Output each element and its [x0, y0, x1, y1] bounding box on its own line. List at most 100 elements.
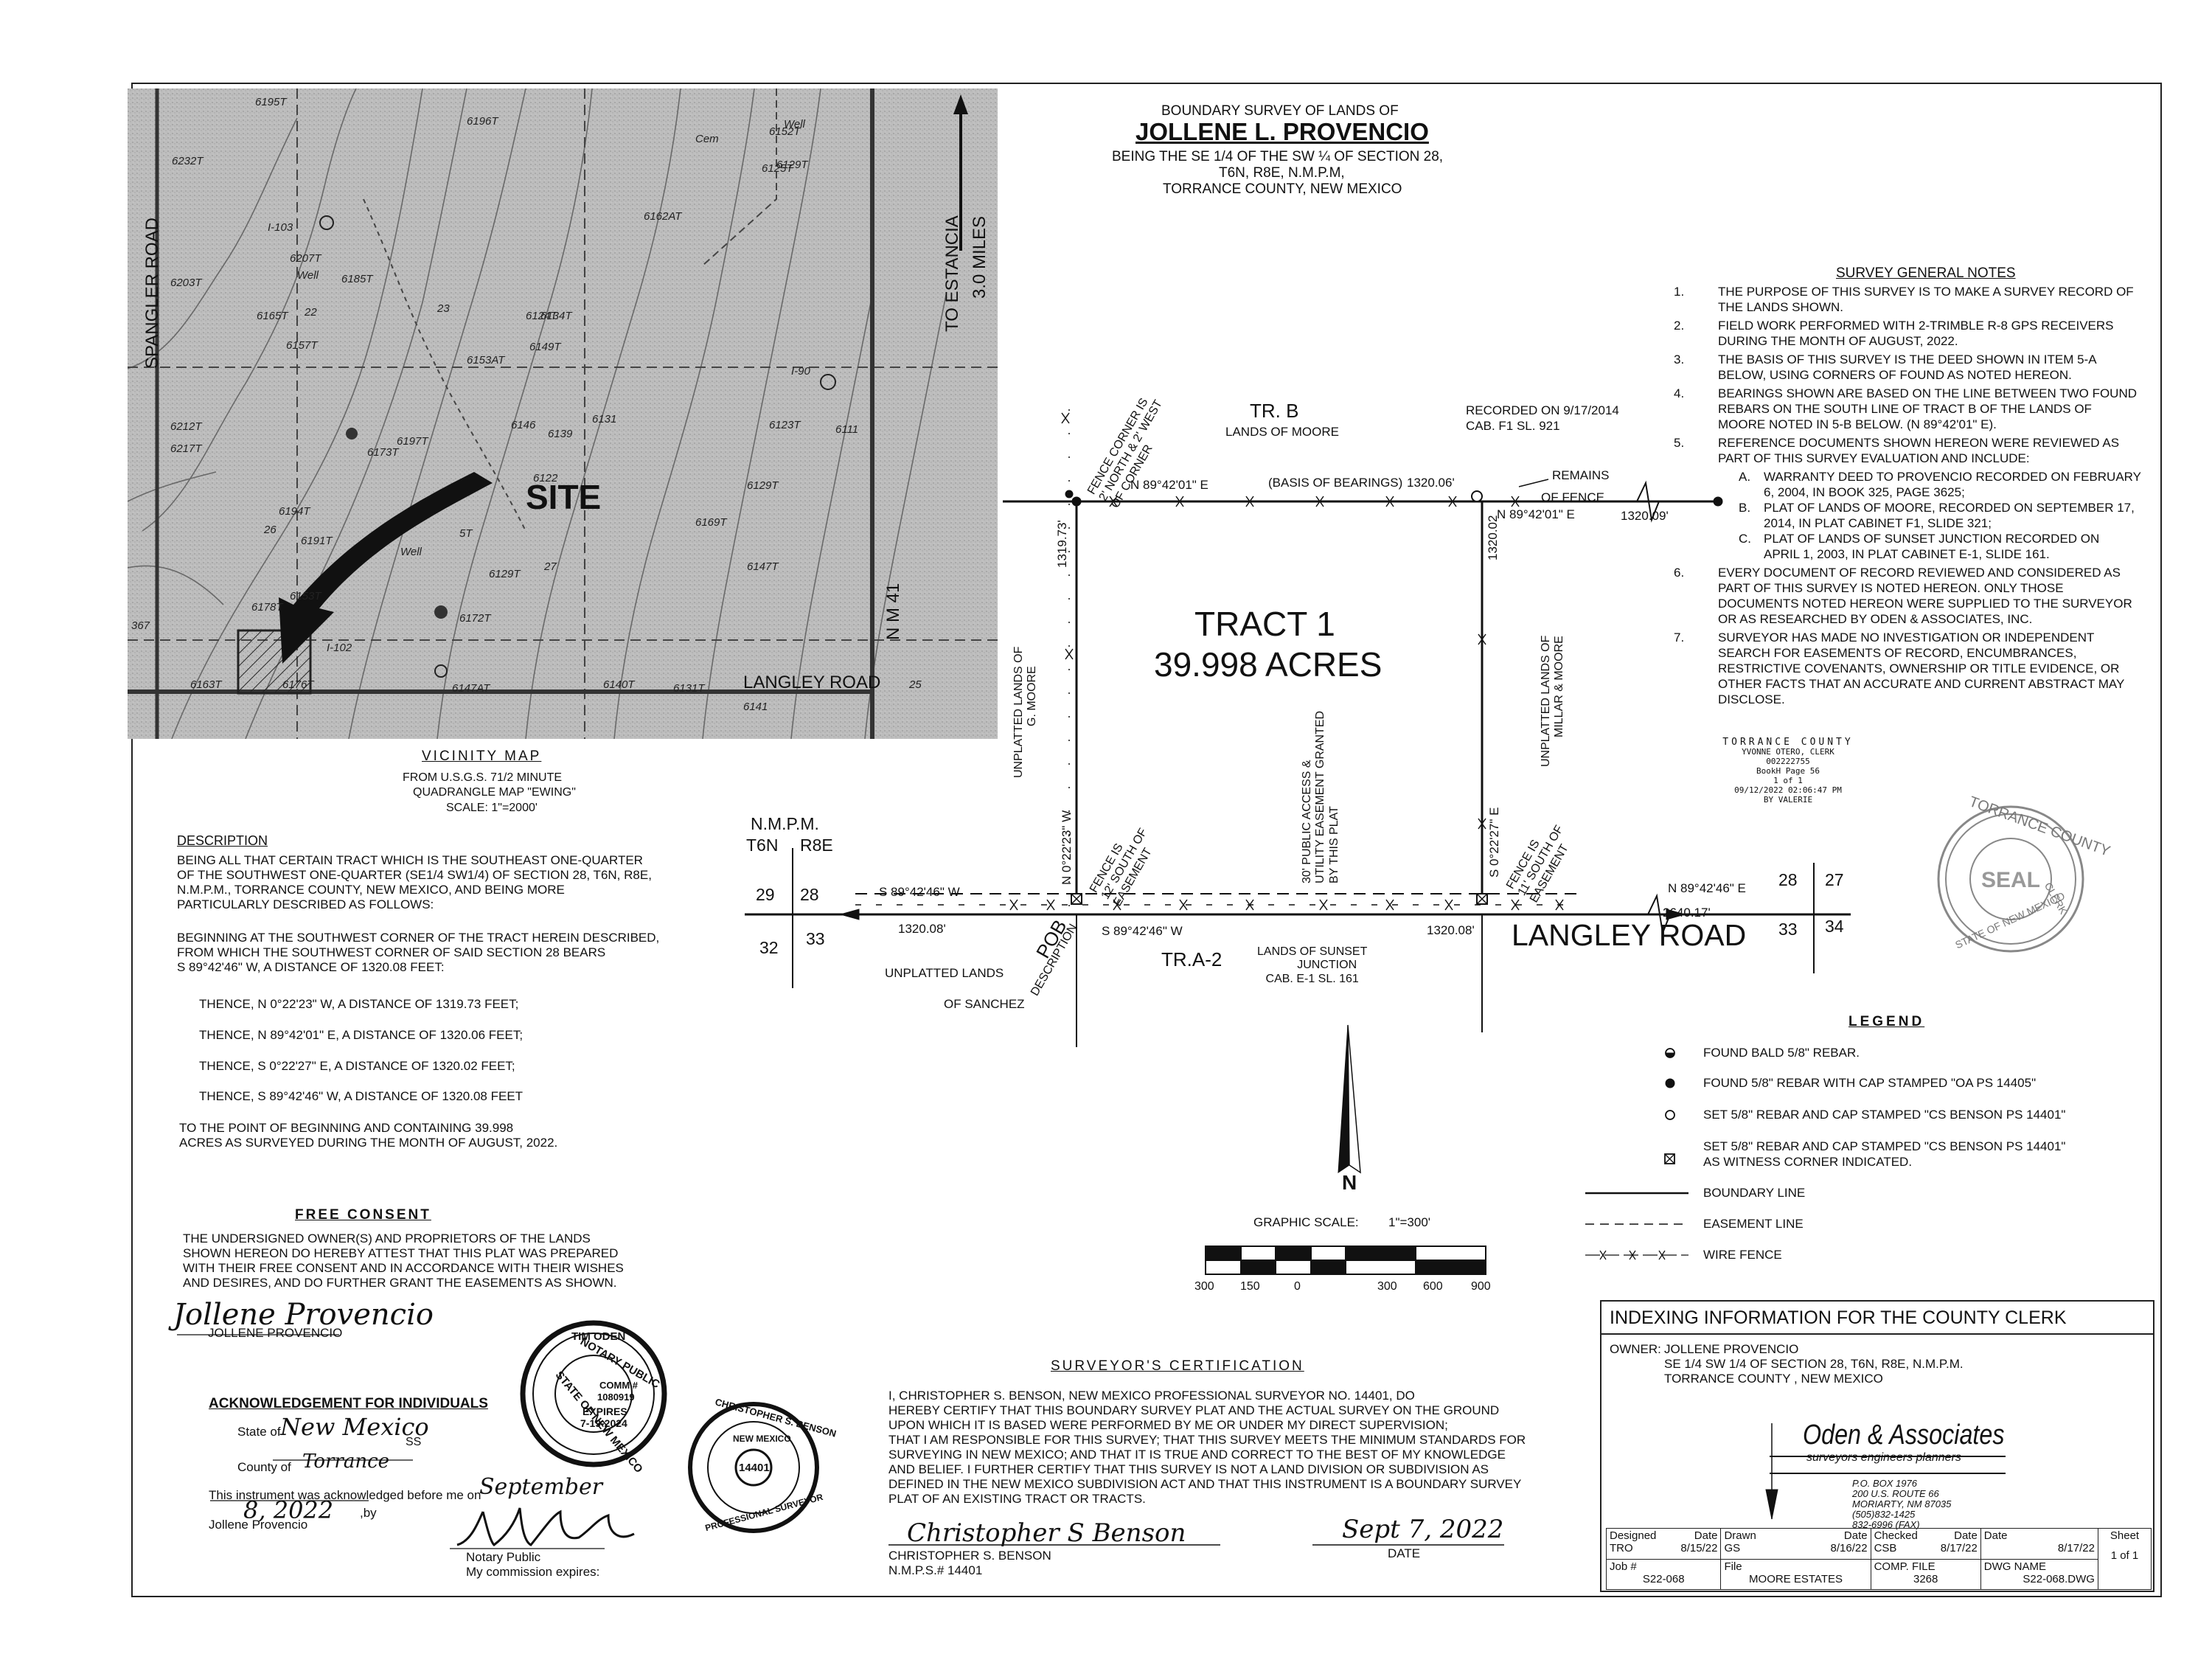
elevation-label: 6147T — [747, 560, 779, 573]
elevation-label: 6153T — [290, 590, 321, 602]
call-2: THENCE, N 89°42'01" E, A DISTANCE OF 132… — [199, 1028, 524, 1042]
elevation-label: 6185T — [341, 273, 373, 285]
sec-29: 29 — [756, 885, 775, 904]
elevation-label: 6195T — [255, 96, 287, 108]
elevation-label: I-103 — [268, 221, 293, 234]
elevation-label: 6197T — [397, 435, 428, 448]
elevation-label: 6141 — [743, 701, 768, 713]
call-3: THENCE, S 0°22'27" E, A DISTANCE OF 1320… — [199, 1059, 515, 1073]
elevation-label: 6146 — [511, 419, 536, 431]
elevation-label: I-102 — [327, 642, 352, 654]
legend-item-2: FOUND 5/8" REBAR WITH CAP STAMPED "OA PS… — [1703, 1076, 2037, 1090]
title-line-4: T6N, R8E, N.M.P.M, — [1219, 165, 1345, 181]
surveyor-name: CHRISTOPHER S. BENSON — [888, 1549, 1051, 1563]
sec-33-w: 33 — [806, 929, 825, 948]
tract-acres: 39.998 ACRES — [1154, 645, 1382, 684]
elevation-label: 22 — [305, 306, 317, 319]
note-6: 6.EVERY DOCUMENT OF RECORD REVIEWED AND … — [1674, 566, 2132, 626]
clerk-recording-stamp: TORRANCE COUNTY YVONNE OTERO, CLERK 0022… — [1722, 737, 1854, 805]
elevation-label: 6122 — [533, 472, 558, 484]
note-5a: A.WARRANTY DEED TO PROVENCIO RECORDED ON… — [1739, 470, 2141, 499]
county-seal: TORRANCE COUNTY SEAL CLERK STATE OF NEW … — [1935, 793, 2112, 955]
scale-tick-5: 900 — [1471, 1280, 1491, 1293]
legend-easement: EASEMENT LINE — [1703, 1217, 1804, 1231]
owner-signature: Jollene Provencio — [173, 1298, 434, 1332]
east-bearing: S 0°22'27" E — [1487, 807, 1501, 878]
call-4: THENCE, S 89°42'46" W, A DISTANCE OF 132… — [199, 1089, 524, 1103]
ack-instrument: This instrument was acknowledged before … — [209, 1488, 481, 1502]
legend-item-3: SET 5/8" REBAR AND CAP STAMPED "CS BENSO… — [1703, 1108, 2066, 1122]
elevation-label: 6212T — [170, 420, 202, 433]
north-arrow-letter: N — [1342, 1171, 1357, 1194]
title-owner: JOLLENE L. PROVENCIO — [1135, 118, 1429, 145]
easement-note: 30' PUBLIC ACCESS &UTILITY EASEMENT GRAN… — [1301, 710, 1340, 883]
indexing-box — [1600, 1300, 2154, 1592]
sec-27: 27 — [1825, 870, 1844, 889]
elevation-label: 6147AT — [452, 682, 490, 695]
cert-text: I, CHRISTOPHER S. BENSON, NEW MEXICO PRO… — [888, 1389, 1526, 1506]
indexing-owner: JOLLENE PROVENCIO — [1664, 1342, 1799, 1356]
title-line-1: BOUNDARY SURVEY OF LANDS OF — [1161, 103, 1399, 119]
ack-date-1: September — [479, 1474, 603, 1500]
recorded-label: RECORDED ON 9/17/2014 — [1466, 403, 1619, 417]
tr-a2-label: TR.A-2 — [1161, 948, 1222, 970]
basis-of-bearings: (BASIS OF BEARINGS) — [1268, 476, 1403, 490]
elevation-label: 6207T — [290, 252, 321, 265]
elevation-label: 6191T — [301, 535, 333, 547]
owner-name: JOLLENE PROVENCIO — [208, 1326, 343, 1340]
east-ext-distance: 1320.09' — [1621, 509, 1669, 523]
west-distance: 1319.73' — [1055, 520, 1069, 568]
scale-tick-0: 300 — [1194, 1280, 1214, 1293]
note-5b: B.PLAT OF LANDS OF MOORE, RECORDED ON SE… — [1739, 501, 2135, 530]
south-distance: 1320.08' — [1427, 923, 1475, 937]
notary-public-label: Notary Public — [466, 1550, 541, 1564]
elevation-label: 6172T — [459, 612, 491, 625]
site-label: SITE — [526, 478, 602, 516]
elevation-label: 6165T — [257, 310, 288, 322]
elevation-label: Cem — [695, 133, 719, 145]
elevation-label: 6176T — [282, 678, 314, 691]
ack-state-value: New Mexico — [280, 1413, 429, 1441]
title-line-5: TORRANCE COUNTY, NEW MEXICO — [1163, 181, 1402, 197]
sec-28-e: 28 — [1778, 870, 1798, 889]
elevation-label: 6153AT — [467, 354, 505, 366]
ack-county-value: Torrance — [302, 1451, 390, 1473]
graphic-scale — [1205, 1246, 1486, 1275]
elevation-label: 6149T — [529, 341, 561, 353]
south-east-bearing: N 89°42'46" E — [1668, 881, 1746, 895]
elevation-label: 6217T — [170, 442, 202, 455]
legend-boundary: BOUNDARY LINE — [1703, 1186, 1806, 1200]
elevation-label: 25 — [909, 678, 922, 691]
legend-wire: WIRE FENCE — [1703, 1248, 1782, 1262]
free-consent-text: THE UNDERSIGNED OWNER(S) AND PROPRIETORS… — [183, 1231, 624, 1290]
cert-date-label: DATE — [1388, 1546, 1421, 1560]
indexing-heading: INDEXING INFORMATION FOR THE COUNTY CLER… — [1610, 1307, 2067, 1328]
site-arrow — [279, 472, 493, 664]
elevation-label: 6162AT — [644, 210, 682, 223]
elevation-label: 6140T — [603, 678, 635, 691]
langley-road-label: LANGLEY ROAD — [1512, 918, 1747, 952]
vicinity-langley-label: LANGLEY ROAD — [743, 673, 881, 692]
elevation-label: 6131 — [592, 413, 617, 425]
unplatted-sanchez-2: OF SANCHEZ — [944, 997, 1025, 1011]
elevation-label: 6203T — [170, 277, 202, 289]
of-fence-label: OF FENCE — [1541, 490, 1604, 504]
r8e-label: R8E — [800, 836, 833, 855]
elevation-label: 6123T — [769, 419, 801, 431]
south-west-bearing: S 89°42'46" W — [879, 885, 960, 899]
sec-33-e: 33 — [1778, 920, 1798, 939]
notary-signature — [456, 1507, 635, 1546]
ack-name: Jollene Provencio — [209, 1518, 308, 1532]
ack-heading: ACKNOWLEDGEMENT FOR INDIVIDUALS — [209, 1396, 488, 1411]
note-2: 2.FIELD WORK PERFORMED WITH 2-TRIMBLE R-… — [1674, 319, 2114, 348]
east-distance: 1320.02 — [1486, 515, 1500, 560]
elevation-label: 6163T — [190, 678, 222, 691]
indexing-legal: SE 1/4 SW 1/4 OF SECTION 28, T6N, R8E, N… — [1664, 1357, 1964, 1371]
description-paragraph-1: BEING ALL THAT CERTAIN TRACT WHICH IS TH… — [177, 853, 652, 911]
graphic-scale-label: GRAPHIC SCALE: — [1253, 1215, 1359, 1229]
